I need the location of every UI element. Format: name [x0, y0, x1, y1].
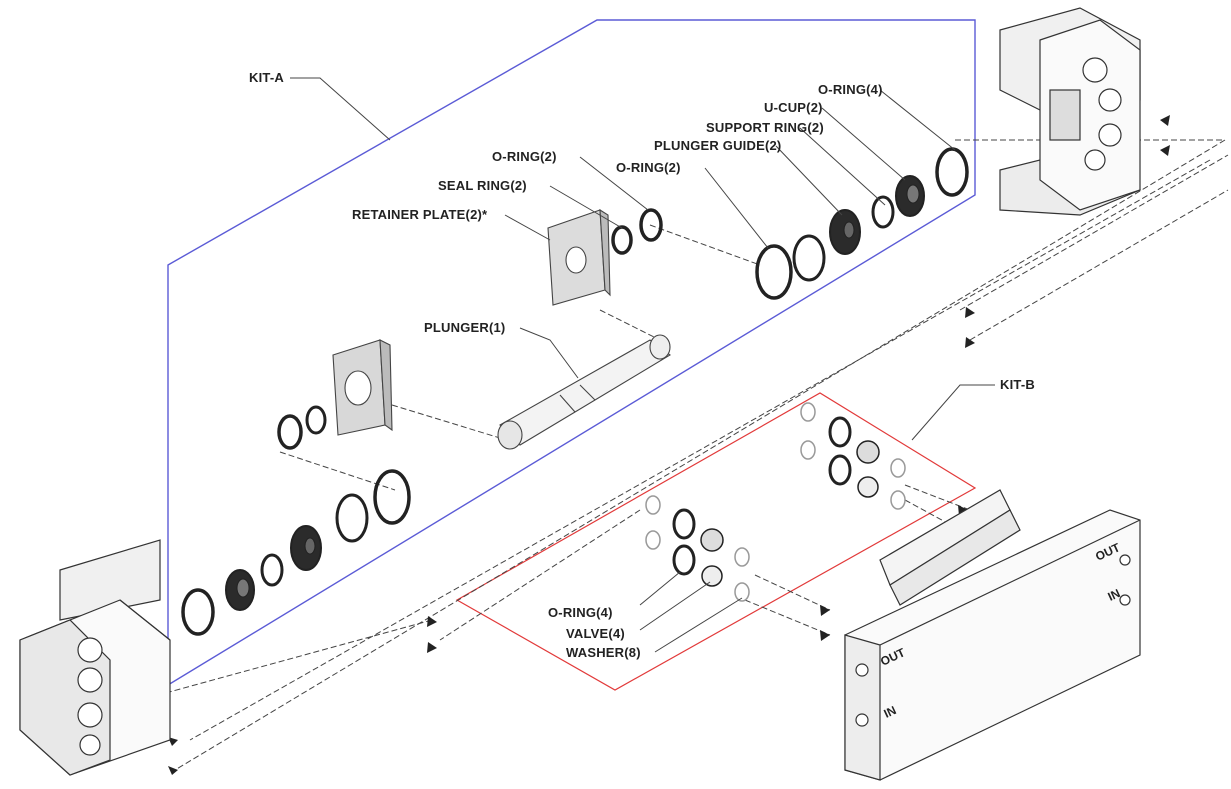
manifold-block — [844, 489, 1141, 781]
kit-a-label: KIT-A — [249, 70, 284, 85]
o-ring-2-mid-label: O-RING(2) — [616, 160, 681, 175]
retainer-plate-lower — [332, 339, 393, 436]
support-ring-label: SUPPORT RING(2) — [706, 120, 824, 135]
washer-label: WASHER(8) — [566, 645, 641, 660]
kit-a-upper-rings — [611, 147, 969, 300]
plunger-guide-label: PLUNGER GUIDE(2) — [654, 138, 782, 153]
valve-label: VALVE(4) — [566, 626, 625, 641]
leader-lines — [290, 77, 995, 653]
o-ring-4-bottom-label: O-RING(4) — [548, 605, 613, 620]
retainer-plate-label: RETAINER PLATE(2)* — [352, 207, 488, 222]
left-pump-head — [19, 539, 171, 776]
o-ring-4-top-label: O-RING(4) — [818, 82, 883, 97]
retainer-plate-upper — [547, 208, 611, 306]
right-pump-head — [999, 7, 1142, 216]
kit-a-lower-rings — [181, 405, 411, 636]
kit-b-parts — [645, 402, 906, 602]
kit-b-label: KIT-B — [1000, 377, 1035, 392]
kit-b-boundary — [455, 392, 977, 691]
plunger — [497, 334, 671, 450]
u-cup-label: U-CUP(2) — [764, 100, 823, 115]
plunger-label: PLUNGER(1) — [424, 320, 506, 335]
o-ring-2-top-label: O-RING(2) — [492, 149, 557, 164]
seal-ring-label: SEAL RING(2) — [438, 178, 527, 193]
assembly-lines — [139, 139, 1229, 771]
kit-a-boundary — [167, 19, 976, 687]
